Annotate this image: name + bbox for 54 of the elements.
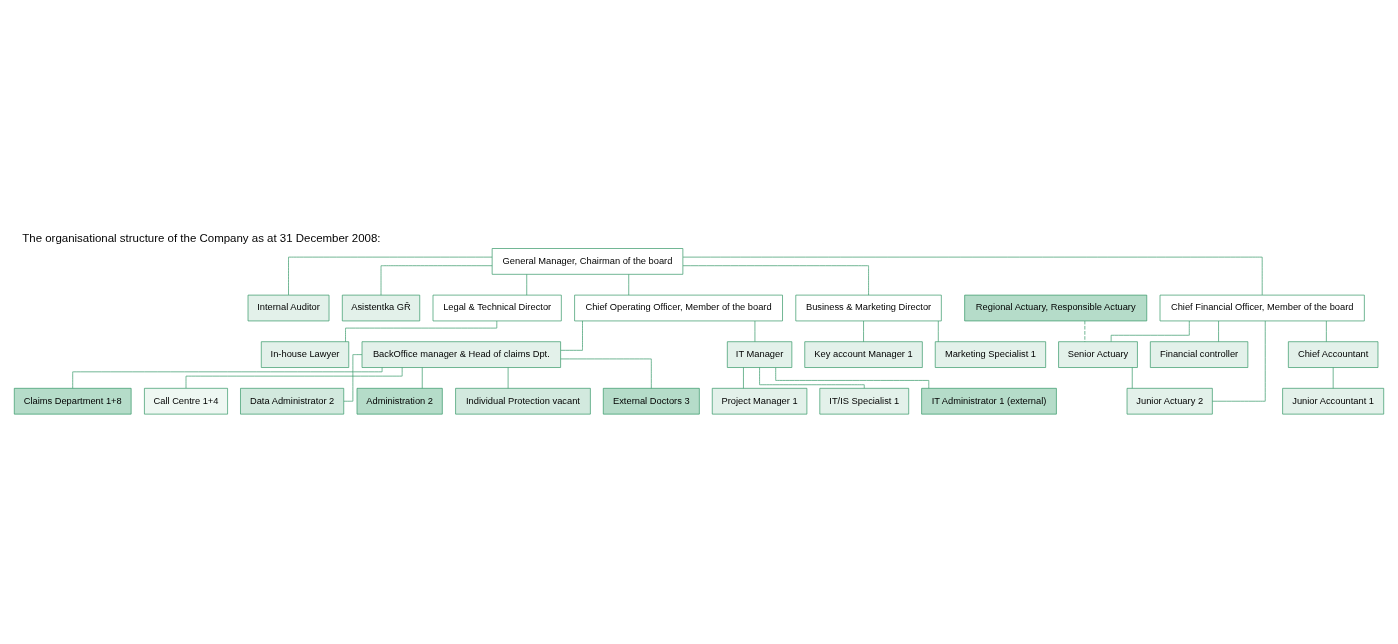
node-box: Asistentka GŘ	[341, 294, 421, 322]
connector	[526, 274, 528, 296]
connector	[507, 367, 509, 389]
node-box: Individual Protection vacant	[455, 387, 591, 415]
node-box: Key account Manager 1	[804, 341, 923, 368]
node-box: Project Manager 1	[711, 387, 808, 415]
node-box: Claims Department 1+8	[13, 387, 132, 415]
node-box: General Manager, Chairman of the board	[491, 248, 684, 275]
connector	[1084, 320, 1086, 343]
node-box: IT Manager	[726, 341, 793, 368]
node-box: Chief Accountant	[1288, 341, 1379, 368]
connector	[288, 256, 493, 296]
connector	[682, 256, 1263, 296]
connector	[1110, 320, 1190, 342]
node-box: Chief Financial Officer, Member of the board	[1159, 294, 1365, 322]
connector	[1212, 320, 1266, 402]
connector	[343, 354, 363, 402]
node-box: BackOffice manager & Head of claims Dpt.	[361, 341, 561, 368]
node-box: IT/IS Specialist 1	[819, 387, 910, 415]
node-box: Senior Actuary	[1058, 341, 1138, 368]
node-box: Financial controller	[1150, 341, 1249, 368]
node-box: Legal & Technical Director	[432, 294, 562, 322]
connector	[743, 367, 744, 389]
node-box: Internal Auditor	[247, 294, 330, 322]
connector	[421, 367, 423, 389]
connector	[759, 367, 865, 389]
connector	[185, 367, 403, 389]
connector	[937, 320, 939, 343]
diagram-title: The organisational structure of the Company as at 31 December 2008:	[22, 231, 381, 244]
node-box: External Doctors 3	[602, 387, 700, 415]
connector	[380, 265, 493, 296]
connector	[754, 320, 756, 343]
node-box: Junior Accountant 1	[1282, 387, 1385, 415]
node-box: Marketing Specialist 1	[934, 341, 1046, 368]
connector	[1332, 367, 1334, 389]
node-box: Regional Actuary, Responsible Actuary	[964, 294, 1148, 322]
connector	[1218, 320, 1219, 343]
connector	[775, 367, 930, 389]
connector	[345, 320, 498, 343]
node-box: Business & Marketing Director	[795, 294, 942, 322]
connector	[863, 320, 864, 343]
connector	[1131, 367, 1133, 389]
connector	[628, 274, 630, 296]
connector	[560, 320, 583, 351]
node-box: Junior Actuary 2	[1126, 387, 1213, 415]
connector	[1326, 320, 1327, 343]
node-box: IT Administrator 1 (external)	[921, 387, 1057, 415]
node-box: In-house Lawyer	[260, 341, 350, 368]
node-box: Call Centre 1+4	[144, 387, 228, 415]
connector	[560, 358, 652, 389]
node-box: Chief Operating Officer, Member of the board	[574, 294, 783, 322]
connector	[682, 265, 869, 296]
node-box: Administration 2	[356, 387, 443, 415]
node-box: Data Administrator 2	[240, 387, 345, 415]
